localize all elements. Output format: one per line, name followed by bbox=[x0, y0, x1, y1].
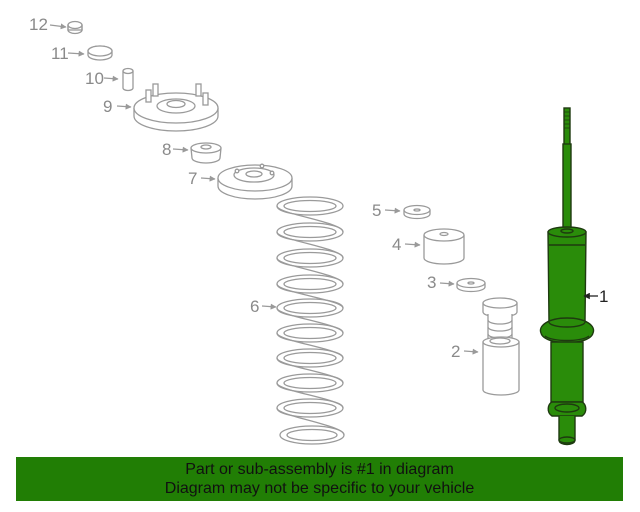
callout-6: 6 bbox=[250, 297, 259, 316]
leader-9 bbox=[116, 103, 132, 110]
banner-line-1: Part or sub-assembly is #1 in diagram bbox=[185, 461, 454, 478]
callout-8: 8 bbox=[162, 140, 171, 159]
callout-3: 3 bbox=[427, 273, 436, 292]
callout-7: 7 bbox=[188, 169, 197, 188]
part-1-strut-assembly: 1 bbox=[539, 107, 608, 446]
leader-6 bbox=[261, 303, 277, 310]
leader-2 bbox=[463, 348, 479, 355]
part-5-washer: 5 bbox=[372, 201, 431, 220]
part-6-coil-spring: 6 bbox=[250, 196, 345, 445]
part-9-upper-mount: 9 bbox=[103, 83, 219, 132]
part-11-cap: 11 bbox=[51, 44, 113, 63]
callout-4: 4 bbox=[392, 235, 401, 254]
callout-1: 1 bbox=[599, 287, 608, 306]
leader-11 bbox=[67, 50, 85, 57]
part-10-bushing: 10 bbox=[85, 67, 134, 92]
callout-9: 9 bbox=[103, 97, 112, 116]
part-8-bump-stop: 8 bbox=[162, 140, 222, 164]
banner-line-2: Diagram may not be specific to your vehi… bbox=[164, 480, 475, 497]
callout-5: 5 bbox=[372, 201, 381, 220]
leader-3 bbox=[439, 280, 455, 287]
part-12-nut: 12 bbox=[29, 15, 83, 35]
callout-12: 12 bbox=[29, 15, 48, 34]
part-2-dust-boot: 2 bbox=[451, 297, 520, 396]
callout-10: 10 bbox=[85, 69, 104, 88]
leader-12 bbox=[49, 23, 67, 30]
part-7-spring-seat: 7 bbox=[188, 163, 293, 200]
callout-2: 2 bbox=[451, 342, 460, 361]
leader-10 bbox=[103, 75, 119, 82]
part-3-washer: 3 bbox=[427, 273, 486, 293]
part-4-rubber-mount: 4 bbox=[392, 228, 465, 265]
info-banner: Part or sub-assembly is #1 in diagram Di… bbox=[16, 457, 623, 501]
leader-8 bbox=[172, 146, 189, 153]
leader-5 bbox=[384, 207, 401, 214]
callout-11: 11 bbox=[51, 44, 69, 63]
leader-4 bbox=[404, 241, 421, 248]
exploded-parts-diagram: 12 11 10 9 8 bbox=[29, 15, 608, 446]
leader-7 bbox=[200, 175, 216, 182]
